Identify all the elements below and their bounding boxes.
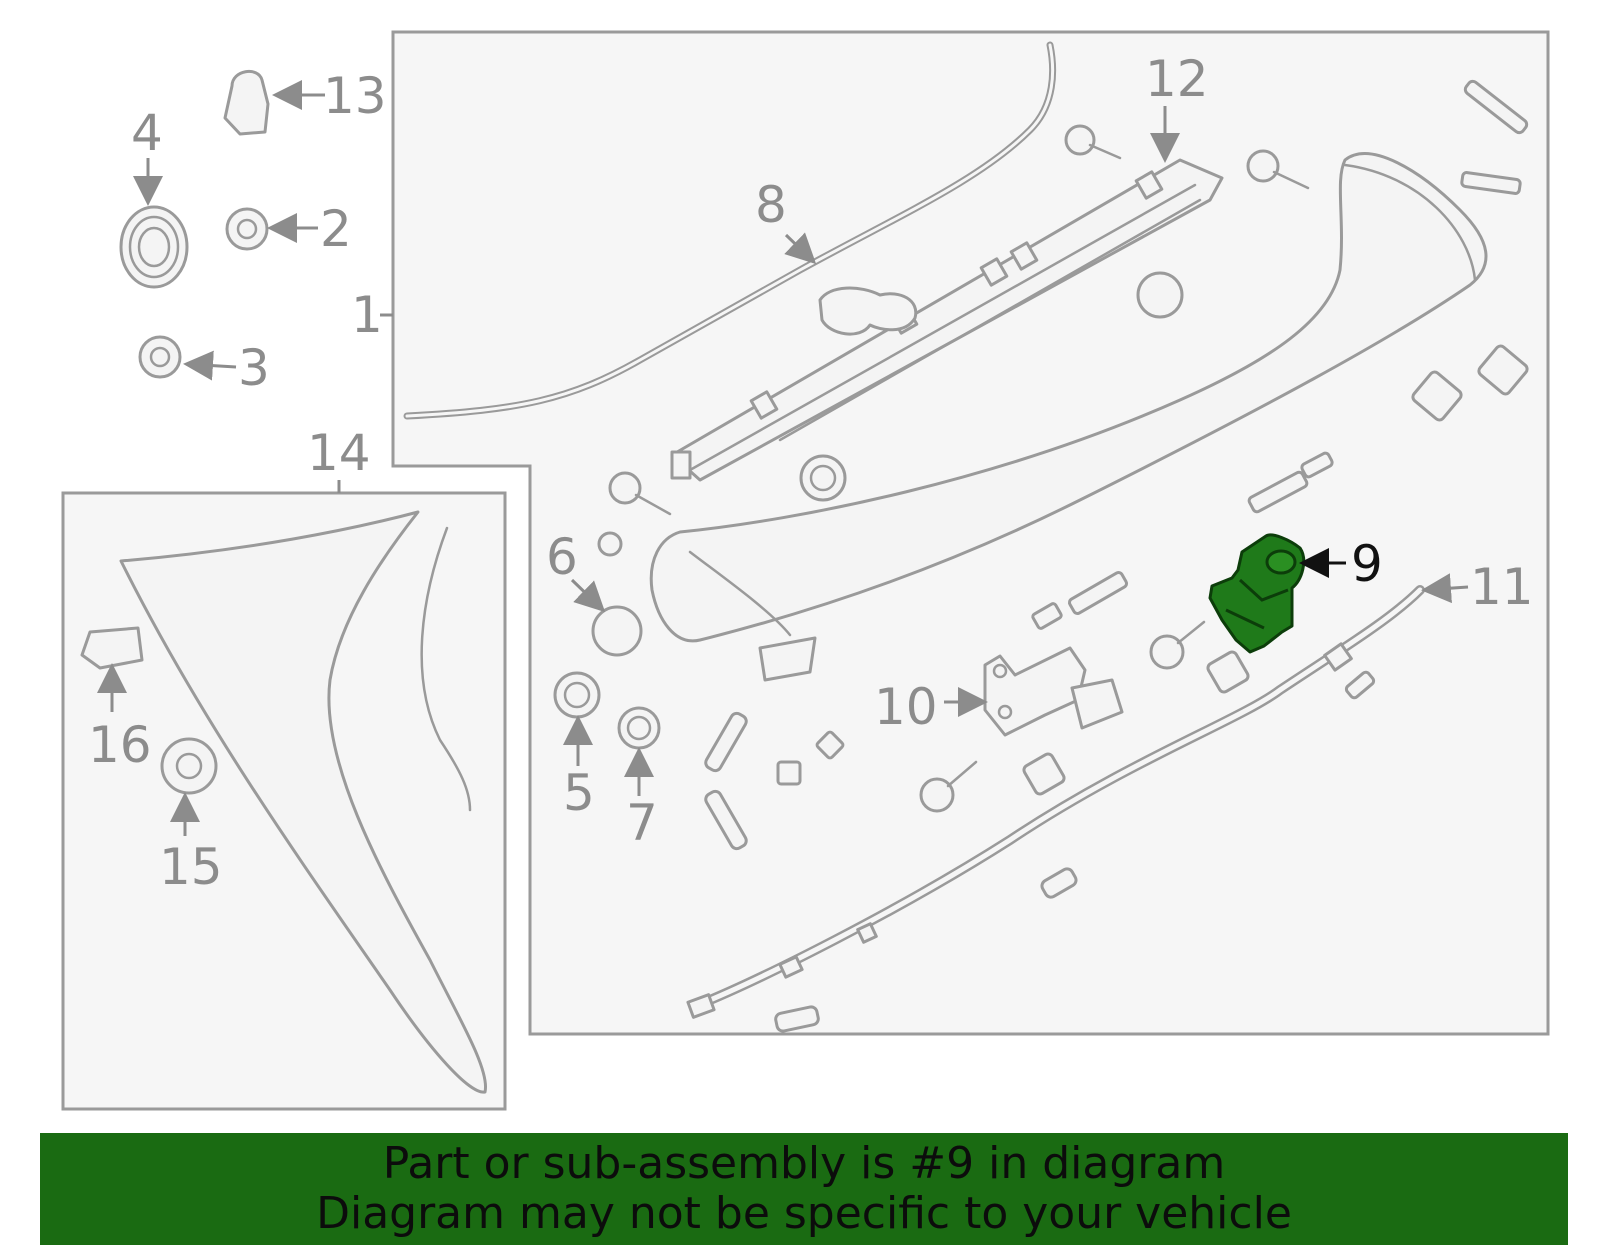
callout-3: 3: [238, 339, 270, 397]
screw-icon: [1064, 124, 1122, 160]
plug-part-6: [591, 531, 643, 657]
callout-6: 6: [546, 528, 578, 586]
callout-5: 5: [563, 764, 595, 822]
callout-7: 7: [626, 794, 658, 852]
info-banner: Part or sub-assembly is #9 in diagram Di…: [40, 1133, 1568, 1245]
side-panel-part-14: [119, 510, 488, 1094]
clip-part-13: [223, 70, 270, 136]
light-bar: [670, 158, 1224, 482]
callout-9: 9: [1351, 535, 1383, 593]
callout-2: 2: [320, 200, 352, 258]
grommet-part-5: [553, 671, 601, 719]
screw-icon: [1246, 149, 1310, 190]
callout-11: 11: [1470, 558, 1534, 616]
callout-15: 15: [159, 838, 223, 896]
callout-13: 13: [323, 67, 387, 125]
callout-4: 4: [131, 104, 163, 162]
banner-line-2: Diagram may not be specific to your vehi…: [316, 1188, 1292, 1239]
nut-part-2: [225, 207, 269, 251]
pad-part-16: [80, 626, 144, 670]
callout-1: 1: [351, 286, 383, 344]
screw-icon: [1149, 620, 1206, 670]
callout-12: 12: [1145, 50, 1209, 108]
callout-16: 16: [88, 716, 152, 774]
grommet-part-7: [617, 706, 661, 750]
screw-icon: [919, 760, 978, 813]
nut-part-3: [138, 335, 182, 379]
callout-8: 8: [755, 176, 787, 234]
callout-14: 14: [307, 424, 371, 482]
callout-10: 10: [874, 678, 938, 736]
grommet-part-4: [119, 205, 189, 289]
plug-part-15: [160, 737, 218, 795]
screw-icon: [608, 471, 672, 516]
spoiler-body: [649, 152, 1488, 643]
banner-line-1: Part or sub-assembly is #9 in diagram: [382, 1138, 1226, 1189]
